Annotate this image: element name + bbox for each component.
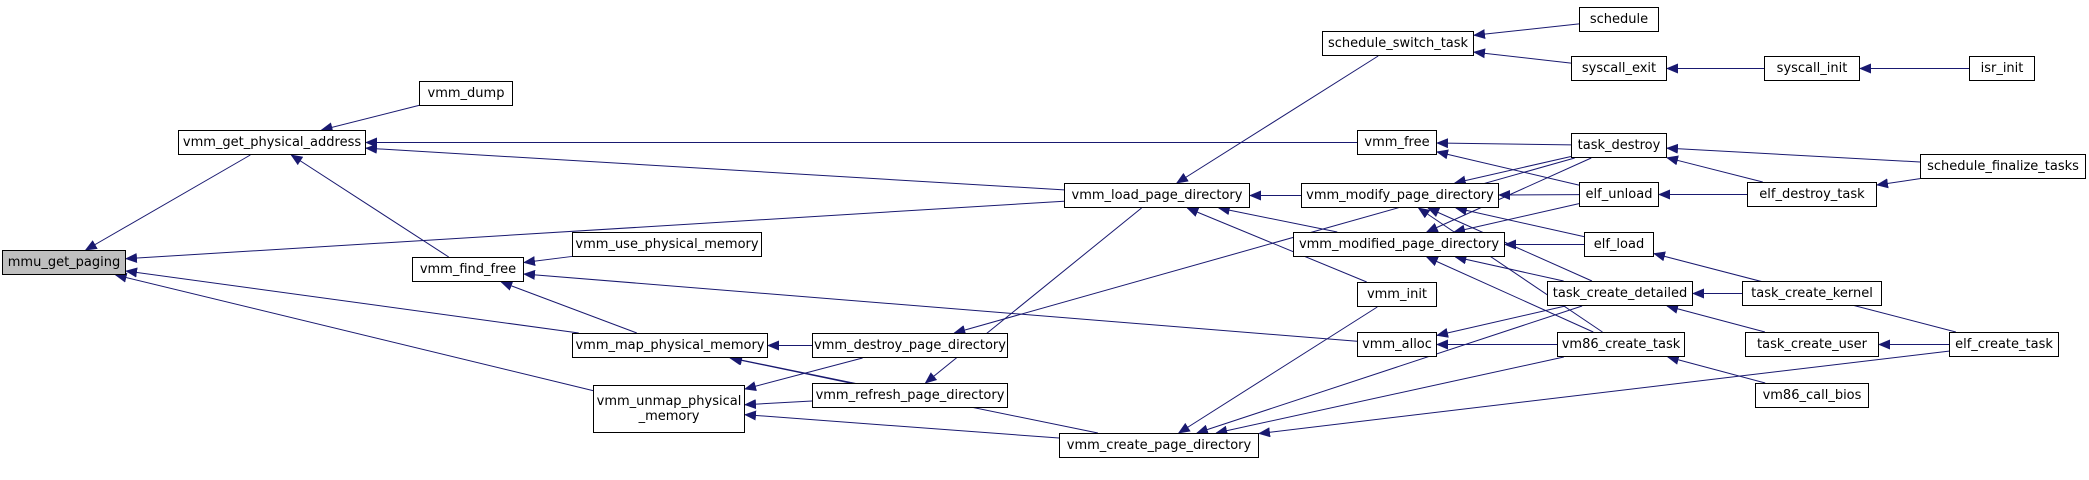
- node-schedule[interactable]: schedule: [1579, 7, 1659, 32]
- edge-vmm_create_page_directory-to-vmm_unmap_physical_memory: [744, 410, 1060, 439]
- node-vmm-modified-page-directory[interactable]: vmm_modified_page_directory: [1293, 232, 1505, 257]
- node-task-create-user[interactable]: task_create_user: [1745, 332, 1879, 357]
- node-vmm-load-page-directory[interactable]: vmm_load_page_directory: [1064, 183, 1250, 208]
- edge-task_destroy-to-vmm_modified_page_directory: [1425, 157, 1592, 233]
- node-schedule-switch-task[interactable]: schedule_switch_task: [1322, 31, 1474, 56]
- edge-elf_load-to-vmm_modify_page_directory: [1454, 205, 1585, 238]
- edge-task_create_user-to-task_create_detailed: [1666, 303, 1766, 333]
- edge-vmm_map_physical_memory-to-vmm_find_free: [500, 281, 637, 334]
- edge-vmm_modified_page_directory-to-vmm_load_page_directory: [1217, 205, 1338, 233]
- node-syscall-exit[interactable]: syscall_exit: [1571, 56, 1667, 81]
- edge-elf_destroy_task-to-task_destroy: [1666, 155, 1763, 183]
- node-vmm-get-physical-address[interactable]: vmm_get_physical_address: [178, 130, 366, 155]
- edge-vm86_create_task-to-vmm_create_page_directory: [1215, 356, 1564, 436]
- node-vmm-destroy-page-directory[interactable]: vmm_destroy_page_directory: [812, 333, 1008, 358]
- edge-schedule-to-schedule_switch_task: [1473, 23, 1580, 40]
- node-isr-init[interactable]: isr_init: [1969, 56, 2035, 81]
- edge-elf_unload-to-vmm_free: [1436, 149, 1580, 186]
- edge-vmm_load_page_directory-to-vmm_get_physical_address: [365, 143, 1065, 191]
- node-vm86-create-task[interactable]: vm86_create_task: [1557, 332, 1685, 357]
- edge-vmm_dump-to-vmm_get_physical_address: [320, 104, 420, 133]
- edge-vmm_unmap_physical_memory-to-mmu_get_paging: [114, 272, 594, 392]
- node-elf-create-task[interactable]: elf_create_task: [1949, 332, 2059, 357]
- node-mmu-get-paging[interactable]: mmu_get_paging: [2, 250, 126, 275]
- node-vmm-init[interactable]: vmm_init: [1357, 282, 1437, 307]
- edge-vmm_destroy_page_directory-to-vmm_unmap_physical_memory: [744, 357, 863, 392]
- edge-schedule_switch_task-to-vmm_load_page_directory: [1175, 55, 1379, 184]
- node-elf-unload[interactable]: elf_unload: [1579, 182, 1659, 207]
- node-vmm-alloc[interactable]: vmm_alloc: [1357, 332, 1437, 357]
- node-elf-load[interactable]: elf_load: [1584, 232, 1654, 257]
- node-vmm-refresh-page-directory[interactable]: vmm_refresh_page_directory: [812, 383, 1008, 408]
- edge-elf_create_task-to-vmm_create_page_directory: [1258, 350, 1950, 438]
- node-vmm-create-page-directory[interactable]: vmm_create_page_directory: [1059, 433, 1259, 458]
- node-vmm-use-physical-memory[interactable]: vmm_use_physical_memory: [572, 232, 762, 257]
- edge-syscall_exit-to-schedule_switch_task: [1473, 48, 1572, 64]
- node-vmm-unmap-physical-memory[interactable]: vmm_unmap_physical _memory: [593, 385, 745, 433]
- node-elf-destroy-task[interactable]: elf_destroy_task: [1747, 182, 1877, 207]
- edge-task_create_detailed-to-vmm_alloc: [1436, 305, 1566, 338]
- node-task-create-kernel[interactable]: task_create_kernel: [1742, 281, 1882, 306]
- edge-vmm_init-to-vmm_load_page_directory: [1186, 207, 1367, 283]
- edge-vmm_map_physical_memory-to-mmu_get_paging: [125, 267, 579, 334]
- edge-vmm_refresh_page_directory-to-vmm_unmap_physical_memory: [744, 399, 813, 410]
- edge-task_create_detailed-to-vmm_modified_page_directory: [1454, 254, 1564, 282]
- node-schedule-finalize-tasks[interactable]: schedule_finalize_tasks: [1920, 154, 2086, 179]
- node-vmm-dump[interactable]: vmm_dump: [419, 81, 513, 106]
- edge-vm86_call_bios-to-vm86_create_task: [1666, 355, 1766, 384]
- edge-elf_unload-to-vmm_modified_page_directory: [1453, 203, 1580, 235]
- edge-vmm_use_physical_memory-to-vmm_find_free: [523, 255, 573, 267]
- node-vmm-free[interactable]: vmm_free: [1357, 130, 1437, 155]
- node-task-create-detailed[interactable]: task_create_detailed: [1547, 281, 1693, 306]
- edge-vm86_create_task-to-vmm_modify_page_directory: [1417, 207, 1603, 333]
- edge-vmm_load_page_directory-to-mmu_get_paging: [125, 200, 1065, 264]
- edge-vmm_find_free-to-vmm_get_physical_address: [290, 154, 449, 258]
- edge-schedule_finalize_tasks-to-task_destroy: [1666, 143, 1921, 163]
- edge-task_destroy-to-vmm_modify_page_directory: [1453, 155, 1572, 186]
- edge-schedule_finalize_tasks-to-elf_destroy_task: [1876, 178, 1921, 189]
- node-vmm-modify-page-directory[interactable]: vmm_modify_page_directory: [1301, 183, 1499, 208]
- edge-vmm_init-to-vmm_create_page_directory: [1177, 306, 1378, 434]
- node-vm86-call-bios[interactable]: vm86_call_bios: [1755, 383, 1869, 408]
- node-task-destroy[interactable]: task_destroy: [1571, 133, 1667, 158]
- node-vmm-map-physical-memory[interactable]: vmm_map_physical_memory: [572, 333, 768, 358]
- node-syscall-init[interactable]: syscall_init: [1764, 56, 1860, 81]
- edge-vm86_create_task-to-vmm_modified_page_directory: [1425, 256, 1594, 333]
- edge-vmm_get_physical_address-to-mmu_get_paging: [84, 154, 251, 251]
- node-vmm-find-free[interactable]: vmm_find_free: [412, 257, 524, 282]
- edge-task_destroy-to-vmm_free: [1436, 138, 1572, 149]
- edge-task_create_detailed-to-vmm_create_page_directory: [1195, 305, 1583, 435]
- edge-vmm_alloc-to-vmm_find_free: [523, 269, 1358, 342]
